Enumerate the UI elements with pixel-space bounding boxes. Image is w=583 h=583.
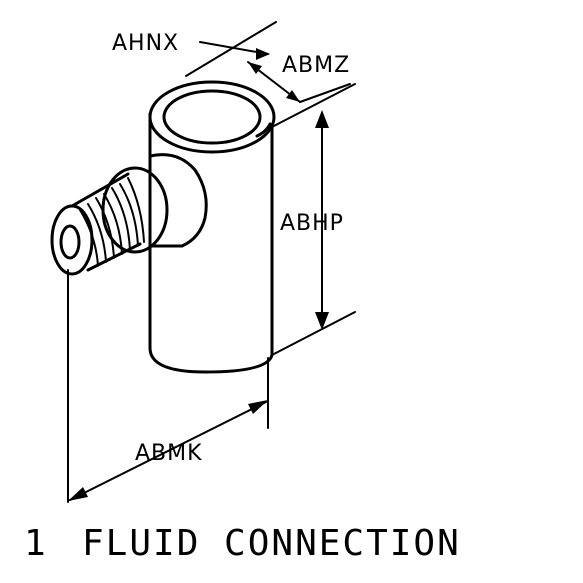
dimension-abmz (185, 21, 356, 129)
dimension-abhp (271, 110, 356, 356)
side-boss (101, 153, 208, 254)
label-abmk: ABMK (135, 441, 203, 466)
label-abmz: ABMZ (282, 53, 350, 78)
caption-title: FLUID CONNECTION (82, 523, 461, 564)
label-abhp: ABHP (280, 211, 344, 236)
threaded-nipple (50, 172, 145, 276)
dimension-abmk (67, 269, 269, 503)
label-ahnx: AHNX (112, 31, 179, 56)
caption-item-number: 1 (24, 523, 48, 564)
cylinder-body (148, 80, 276, 374)
dimension-ahnx (199, 41, 270, 60)
